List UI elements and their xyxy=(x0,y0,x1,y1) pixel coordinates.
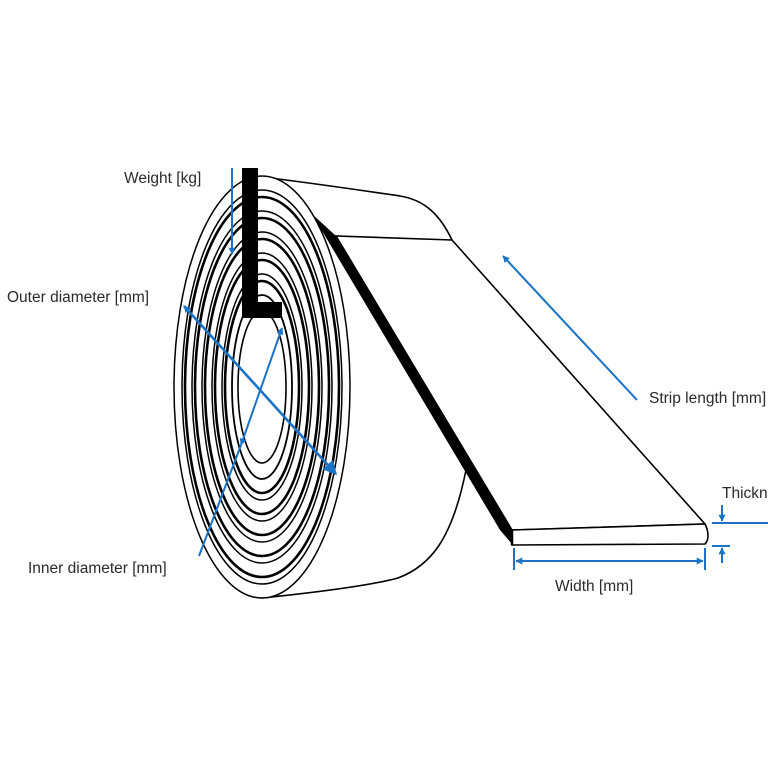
strip-length-arrow xyxy=(502,255,638,401)
coil-hook xyxy=(242,168,282,318)
thickness-label: Thickness [mm] xyxy=(722,485,768,502)
inner-diameter-label: Inner diameter [mm] xyxy=(28,560,167,577)
width-label: Width [mm] xyxy=(555,578,633,595)
weight-label: Weight [kg] xyxy=(124,170,201,187)
strip xyxy=(312,214,709,546)
strip-end-face xyxy=(511,523,709,546)
strip-length-label: Strip length [mm] xyxy=(649,390,766,407)
strip-side-edge xyxy=(312,214,512,544)
inner-diameter-leader xyxy=(198,444,242,557)
inner-diameter-arrow xyxy=(239,327,284,446)
outer-diameter-label: Outer diameter [mm] xyxy=(7,289,149,306)
annotations xyxy=(183,168,768,570)
